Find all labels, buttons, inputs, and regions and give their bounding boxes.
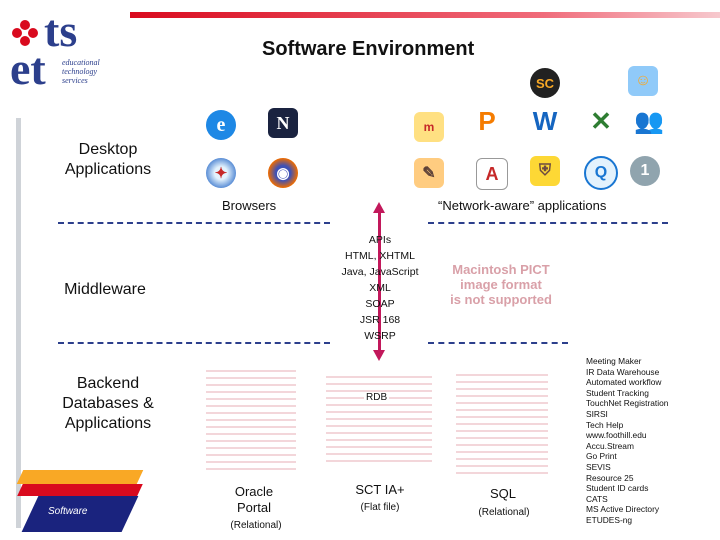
update-icon: 1 [630, 156, 660, 186]
ie-icon: e [206, 110, 236, 140]
middleware-backend-divider-left [58, 342, 330, 344]
software-badge: Software [16, 470, 144, 538]
list-item: Resource 25 [586, 472, 634, 483]
list-item: CATS [586, 493, 608, 504]
rdb-image-placeholder [326, 376, 432, 462]
quicktime-icon: Q [584, 156, 618, 190]
safari-icon: ✦ [206, 158, 236, 188]
ets-logo: ts et educational technology services [8, 5, 118, 96]
photo-icon: ✎ [414, 158, 444, 188]
list-item: Accu.Stream [586, 440, 634, 451]
logo-tagline: educational technology services [62, 58, 100, 85]
sql-label: SQL [489, 486, 516, 501]
oracle-portal-type: (Relational) [230, 520, 282, 531]
messenger-icon: 👥 [634, 107, 664, 135]
word-icon: W [532, 105, 558, 136]
user-icon: ☺ [628, 66, 658, 96]
netscape-icon: N [268, 108, 298, 138]
middleware-backend-divider-right [428, 342, 568, 344]
left-divider-bar [16, 118, 21, 528]
list-item: MS Active Directory [586, 504, 660, 515]
header-accent-bar [130, 12, 720, 18]
firefox-icon: ◉ [268, 158, 298, 188]
protocol-item: HTML, XHTML [344, 250, 415, 262]
desktop-middleware-divider-right [428, 222, 668, 224]
oracle-image-placeholder [206, 370, 296, 470]
list-item: www.foothill.edu [586, 430, 647, 441]
list-item: Automated workflow [586, 377, 662, 388]
software-badge-label: Software [48, 506, 88, 517]
list-item: Go Print [586, 451, 617, 462]
list-item: ETUDES-ng [586, 514, 633, 525]
protocol-item: XML [369, 282, 391, 294]
sql-image-placeholder [456, 370, 548, 474]
sc-icon: SC [530, 68, 560, 98]
middleware-image-placeholder: Macintosh PICT image format is not suppo… [450, 262, 552, 307]
list-item: SEVIS [586, 461, 611, 472]
backend-applications-list: Meeting Maker IR Data Warehouse Automate… [586, 356, 718, 526]
protocol-item: Java, JavaScript [341, 266, 419, 278]
middleware-protocol-list: APIs HTML, XHTML Java, JavaScript XML SO… [336, 232, 424, 344]
sql-type: (Relational) [478, 507, 530, 518]
protocol-item: JSR 168 [359, 314, 401, 326]
middleware-layer-label: Middleware [64, 281, 146, 298]
list-item: SIRSI [586, 408, 608, 419]
security-icon: ⛨ [530, 156, 560, 186]
desktop-middleware-divider-left [58, 222, 330, 224]
page-title: Software Environment [262, 38, 475, 60]
sct-ia-label: SCT IA+ [355, 482, 405, 497]
arrow-down-icon [373, 350, 385, 361]
logo-letters-bottom: et [10, 43, 46, 94]
list-item: Student ID cards [586, 483, 649, 494]
layer-connector-arrow [378, 212, 381, 352]
logo-letters-top: ts [44, 5, 78, 56]
protocol-item: SOAP [365, 298, 395, 310]
protocol-item: APIs [368, 234, 392, 246]
list-item: Student Tracking [586, 387, 649, 398]
rdb-label: RDB [364, 392, 390, 403]
arrow-up-icon [373, 202, 385, 213]
list-item: Tech Help [586, 419, 624, 430]
pagemaker-icon: P [478, 105, 496, 136]
acrobat-icon: A [476, 158, 508, 190]
sct-ia-type: (Flat file) [360, 502, 400, 513]
oracle-portal-label: Oracle Portal [234, 484, 274, 515]
logo-flower-icon [12, 20, 38, 46]
protocol-item: WSRP [364, 330, 396, 342]
network-aware-label: “Network-aware” applications [438, 198, 607, 213]
spreadsheet-icon: ✕ [590, 105, 612, 136]
desktop-layer-label: Desktop Applications [64, 141, 152, 178]
backend-layer-label: Backend Databases & Applications [62, 375, 154, 432]
list-item: IR Data Warehouse [586, 366, 660, 377]
list-item: Meeting Maker [586, 356, 642, 366]
outlook-icon: m [414, 112, 444, 142]
browsers-label: Browsers [222, 198, 277, 213]
list-item: TouchNet Registration [586, 398, 669, 409]
